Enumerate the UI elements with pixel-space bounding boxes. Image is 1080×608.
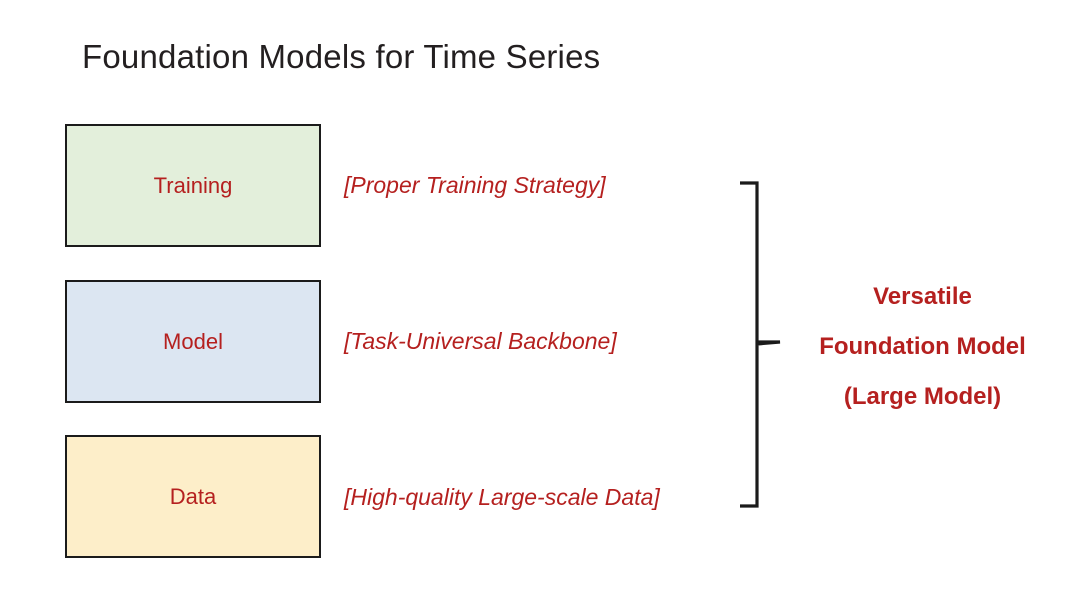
stage-label-model: Model: [163, 328, 223, 354]
page-title: Foundation Models for Time Series: [82, 38, 601, 75]
annotation-training: [Proper Training Strategy]: [344, 172, 606, 198]
outcome-line-3: (Large Model): [843, 383, 1002, 410]
stage-label-training: Training: [153, 172, 233, 198]
stage-box-training[interactable]: Training: [65, 124, 321, 247]
annotation-data: [High-quality Large-scale Data]: [344, 484, 660, 510]
outcome-line-1: Versatile: [873, 283, 972, 310]
outcome-text: Versatile Foundation Model (Large Model): [780, 272, 1065, 422]
outcome-line-2: Foundation Model: [819, 333, 1026, 360]
stage-label-data: Data: [169, 483, 217, 509]
stage-box-data[interactable]: Data: [65, 435, 321, 558]
stage-box-model[interactable]: Model: [65, 280, 321, 403]
annotation-model: [Task-Universal Backbone]: [344, 328, 617, 354]
